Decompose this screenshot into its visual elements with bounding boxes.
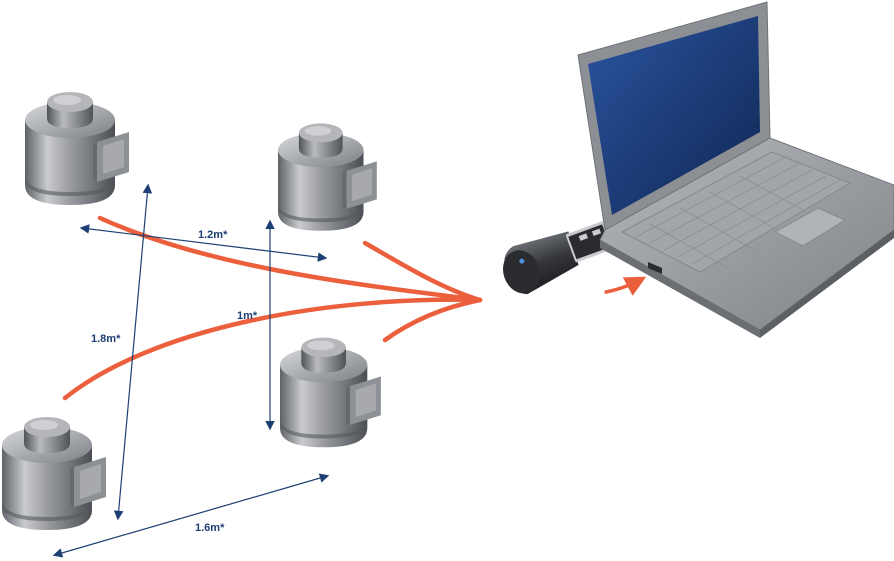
dongle-led-icon: [519, 258, 525, 264]
load-cell-3: [280, 337, 381, 448]
load-cell-4: [2, 417, 106, 530]
dimension-label-left: 1.8m*: [91, 333, 121, 345]
laptop-touchpad: [773, 207, 847, 247]
dimension-label-top: 1.2m*: [198, 229, 228, 241]
signal-line-3: [62, 297, 483, 401]
signal-line-4: [382, 297, 483, 343]
load-cell-2: [278, 123, 377, 231]
dimension-label-middle: 1m*: [237, 310, 258, 322]
laptop-screen: [588, 16, 760, 215]
dimension-arrow-bottom: [52, 473, 330, 558]
laptop: [577, 1, 894, 338]
load-cell-1: [25, 92, 129, 205]
signal-line-1: [97, 215, 483, 303]
dimension-label-bottom: 1.6m*: [195, 522, 225, 534]
dimension-lines: 1.2m* 1m* 1.8m* 1.6m*: [52, 183, 330, 558]
signal-line-2: [362, 240, 483, 303]
signal-to-laptop: [604, 276, 647, 296]
dimension-arrow-left: [113, 183, 153, 521]
usb-dongle: [502, 220, 615, 295]
laptop-usb-port: [648, 262, 662, 274]
